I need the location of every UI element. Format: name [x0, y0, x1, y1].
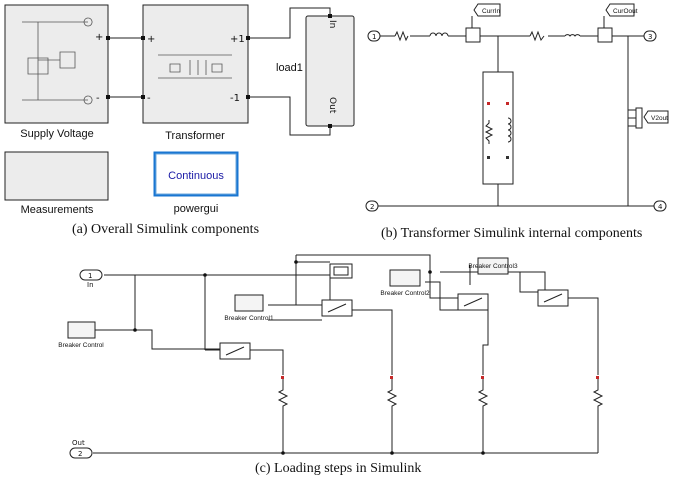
port-out-minus-label: 4 — [658, 203, 663, 211]
series-inductor-1 — [429, 32, 449, 37]
transformer-plus1-port: +1 — [230, 34, 245, 45]
supply-minus-port: - — [96, 93, 100, 104]
measurements-block[interactable] — [4, 151, 109, 201]
transformer-block[interactable] — [142, 4, 249, 124]
port-in2-label: 2 — [370, 203, 374, 211]
panel-a-port-markers — [106, 36, 250, 99]
panel-c-junctions — [133, 260, 485, 455]
breaker-3[interactable] — [457, 293, 489, 311]
measurements-label: Measurements — [20, 204, 94, 216]
breaker-control1-label: Breaker Control1 — [224, 315, 274, 322]
goto-v2out-label: V2out — [651, 115, 668, 122]
port-out-plus-label: 3 — [648, 33, 652, 41]
series-resistor-2 — [529, 30, 545, 42]
current-meas-out — [597, 27, 613, 43]
port-in1[interactable]: 1 — [367, 30, 381, 42]
port-in2[interactable]: 2 — [365, 200, 379, 212]
breaker-control1-block[interactable] — [234, 294, 264, 312]
transformer-minus-port: - — [147, 93, 151, 104]
load-resistor-1 — [277, 376, 289, 413]
goto-curr-out: CurOout — [605, 3, 638, 17]
supply-plus-port: + — [95, 32, 103, 43]
port-in-number: 1 — [88, 272, 92, 280]
port-out[interactable]: 2 — [69, 447, 93, 459]
goto-curr-in: CurrIn — [473, 3, 501, 17]
powergui-mode: Continuous — [168, 170, 224, 182]
load-resistor-4 — [592, 376, 604, 413]
transformer-plus-port: + — [147, 34, 155, 45]
panel-c-wires — [93, 254, 599, 454]
series-inductor-2 — [564, 34, 581, 37]
port-out-number: 2 — [78, 450, 82, 458]
caption-b: (b) Transformer Simulink internal compon… — [381, 226, 643, 241]
load-block[interactable] — [305, 14, 355, 128]
panel-c: 1 In 2 Out Breaker Control Breaker Contr… — [58, 254, 604, 459]
load-in-label: In — [327, 20, 337, 28]
powergui-block[interactable]: Continuous — [153, 151, 239, 197]
port-out-minus[interactable]: 4 — [653, 200, 667, 212]
current-meas-in — [465, 27, 481, 43]
load-resistor-2 — [386, 376, 398, 413]
breaker-4[interactable] — [537, 289, 569, 307]
breaker-2[interactable] — [321, 299, 353, 317]
panel-a-wires — [108, 7, 331, 136]
breaker-control2-label: Breaker Control2 — [380, 290, 430, 297]
breaker-control-label: Breaker Control — [58, 342, 104, 349]
goto-curr-out-label: CurOout — [613, 8, 638, 15]
transformer-minus1-port: -1 — [230, 93, 240, 104]
breaker-control2-block[interactable] — [389, 269, 421, 287]
port-in[interactable]: 1 — [79, 269, 103, 281]
panel-b-wires — [372, 16, 655, 207]
powergui-label: powergui — [173, 203, 219, 215]
caption-a: (a) Overall Simulink components — [72, 222, 260, 237]
goto-v2out: V2out — [643, 110, 669, 124]
port-out-label: Out — [72, 439, 85, 447]
load-resistor-3 — [477, 376, 489, 413]
breaker-control3-block[interactable] — [477, 257, 509, 275]
transformer-label: Transformer — [165, 130, 225, 142]
scope-block[interactable] — [329, 263, 353, 279]
goto-curr-in-label: CurrIn — [482, 8, 500, 15]
caption-c: (c) Loading steps in Simulink — [255, 461, 422, 476]
panel-b: CurrIn CurOout V2out 1 3 2 4 — [365, 3, 669, 212]
supply-voltage-block[interactable] — [4, 4, 109, 124]
series-resistor-1 — [394, 30, 409, 42]
load-out-label: Out — [327, 97, 337, 114]
load-label: load1 — [276, 62, 303, 74]
port-out-plus[interactable]: 3 — [643, 30, 657, 42]
voltage-meas — [635, 107, 643, 129]
breaker-control-block[interactable] — [67, 321, 96, 339]
panel-a: + - + - +1 -1 — [4, 4, 355, 201]
breaker-control3-label: Breaker Control3 — [468, 263, 518, 270]
port-in1-label: 1 — [372, 33, 376, 41]
port-in-label: In — [87, 281, 94, 289]
breaker-1[interactable] — [219, 342, 251, 360]
supply-voltage-label: Supply Voltage — [20, 128, 94, 140]
magnetizing-branch — [482, 71, 514, 185]
